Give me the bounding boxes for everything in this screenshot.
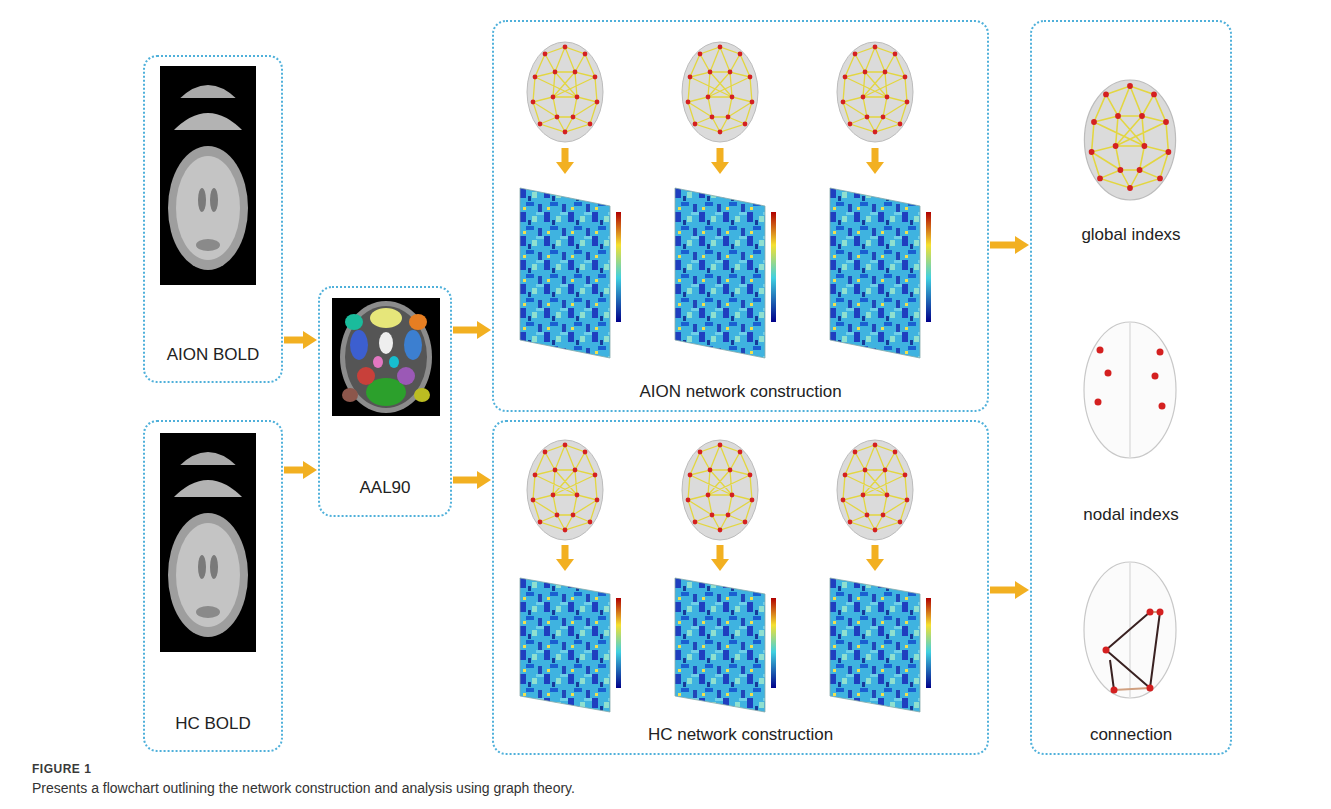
- hc-networks: [866, 545, 884, 571]
- hc-networks: [520, 578, 621, 712]
- result-brains: [1157, 609, 1164, 616]
- hc-bold-slices: [160, 433, 256, 652]
- process-box: HC network construction: [492, 420, 989, 755]
- aal-atlas: [342, 388, 358, 402]
- result-brains: [1147, 609, 1154, 616]
- figure-caption: Presents a flowchart outlining the netwo…: [32, 780, 575, 796]
- flow-arrow: [990, 242, 1017, 249]
- flow-arrow: [453, 327, 479, 334]
- flow-arrow: [453, 477, 479, 484]
- aion-networks: [837, 42, 913, 142]
- aal-atlas: [409, 314, 427, 330]
- aal-atlas: [332, 298, 440, 416]
- node-label: global indexs: [1081, 225, 1180, 245]
- result-brains: [1084, 562, 1176, 698]
- node-label: connection: [1090, 725, 1172, 745]
- result-brains: [1084, 322, 1176, 458]
- aion-networks: [675, 188, 776, 358]
- hc-networks: [556, 545, 574, 571]
- aion-bold-slices: [160, 66, 256, 285]
- node-label: HC BOLD: [175, 714, 251, 734]
- hc-networks: [675, 578, 776, 712]
- hc-networks: [837, 440, 913, 540]
- hc-networks: [830, 578, 931, 712]
- result-brains: [1103, 647, 1110, 654]
- aion-networks: [520, 188, 621, 358]
- process-box: AAL90: [318, 286, 452, 517]
- result-brains: [1105, 370, 1112, 377]
- aion-networks: [682, 42, 758, 142]
- node-label: AAL90: [359, 478, 410, 498]
- aal-atlas: [414, 388, 430, 402]
- flow-arrow: [990, 587, 1017, 594]
- aal-atlas: [345, 314, 363, 330]
- aion-networks: [830, 188, 931, 358]
- hc-networks: [682, 440, 758, 540]
- aion-networks: [527, 42, 603, 142]
- node-label: nodal indexs: [1083, 505, 1178, 525]
- aal-atlas: [340, 301, 432, 413]
- result-brains: [1152, 373, 1159, 380]
- node-label: HC network construction: [648, 725, 833, 745]
- hc-networks: [520, 440, 931, 712]
- result-brains: [1129, 323, 1130, 457]
- flow-arrow: [284, 337, 305, 344]
- result-brains: [1159, 403, 1166, 410]
- hc-networks: [527, 440, 603, 540]
- result-brains: [1084, 80, 1176, 698]
- result-panel: global indexs nodal indexs connection: [1030, 20, 1232, 755]
- process-box: AION BOLD: [143, 55, 283, 383]
- aal-atlas: [397, 367, 415, 385]
- aion-networks: [520, 42, 931, 358]
- result-brains: [1097, 347, 1104, 354]
- result-brains: [1114, 612, 1160, 690]
- result-brains: [1095, 347, 1166, 410]
- aal-atlas: [379, 332, 393, 354]
- node-label: AION BOLD: [167, 345, 260, 365]
- aal-atlas: [332, 298, 440, 416]
- node-label: AION network construction: [639, 382, 841, 402]
- hc-networks: [711, 545, 729, 571]
- aion-networks: [866, 148, 884, 174]
- aal-atlas: [357, 367, 375, 385]
- aion-networks: [711, 148, 729, 174]
- result-brains: [1147, 685, 1154, 692]
- aal-atlas: [350, 330, 368, 360]
- result-brains: [1095, 399, 1102, 406]
- result-brains: [1084, 80, 1175, 200]
- aal-atlas: [389, 356, 399, 368]
- process-box: AION network construction: [492, 20, 989, 412]
- process-box: HC BOLD: [143, 420, 283, 752]
- result-brains: [1111, 687, 1118, 694]
- flow-arrow: [284, 467, 305, 474]
- aal-atlas: [404, 330, 422, 360]
- figure-number: FIGURE 1: [32, 762, 91, 776]
- result-brains: [1103, 609, 1164, 694]
- result-brains: [1157, 349, 1164, 356]
- aal-atlas: [370, 308, 402, 328]
- aion-networks: [556, 148, 574, 174]
- result-brains: [1106, 612, 1160, 690]
- aal-atlas: [373, 356, 383, 368]
